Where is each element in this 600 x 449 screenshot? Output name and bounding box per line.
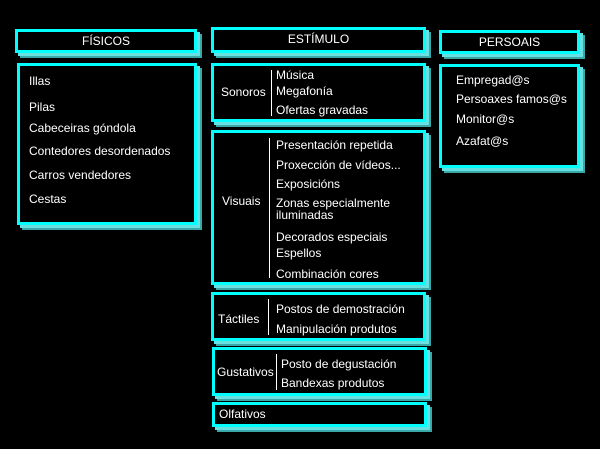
estimulo-title: ESTÍMULO <box>287 32 350 46</box>
fisicos-item: Cabeceiras góndola <box>29 121 136 135</box>
sonoros-item: Música <box>276 68 315 82</box>
gustativos-item: Bandexas produtos <box>281 376 385 390</box>
persoais-item: Monitor@s <box>456 112 515 126</box>
visuais-item: Presentación repetida <box>276 138 393 152</box>
gustativos-label: Gustativos <box>217 365 274 379</box>
visuais-item: Zonas especialmente <box>276 196 391 210</box>
fisicos-item: Carros vendedores <box>29 168 132 182</box>
visuais-item: Decorados especiais <box>276 230 388 244</box>
fisicos-item: Cestas <box>29 192 67 206</box>
fisicos-item: Pilas <box>29 100 56 114</box>
persoais-item: Empregad@s <box>456 73 530 87</box>
sonoros-label: Sonoros <box>221 85 266 99</box>
visuais-panel <box>211 130 426 285</box>
olfativos-label: Olfativos <box>219 407 266 421</box>
tactiles-item: Manipulación produtos <box>276 322 397 336</box>
gustativos-divider <box>276 354 277 390</box>
fisicos-header: FÍSICOS <box>15 29 197 53</box>
sonoros-item: Megafonía <box>276 84 333 98</box>
estimulo-header: ESTÍMULO <box>211 27 426 53</box>
fisicos-panel <box>17 63 197 225</box>
fisicos-item: Illas <box>29 74 51 88</box>
persoais-panel <box>439 64 580 168</box>
gustativos-item: Posto de degustación <box>281 357 397 371</box>
tactiles-divider <box>268 299 269 335</box>
olfativos-panel <box>212 402 427 427</box>
visuais-label: Visuais <box>222 194 261 208</box>
sonoros-divider <box>271 70 272 116</box>
persoais-item: Persoaxes famos@s <box>456 92 567 106</box>
fisicos-title: FÍSICOS <box>81 34 130 48</box>
fisicos-item: Contedores desordenados <box>29 144 171 158</box>
visuais-item: Exposicións <box>276 177 341 191</box>
gustativos-panel <box>212 347 427 396</box>
persoais-title: PERSOAIS <box>478 35 541 49</box>
tactiles-label: Táctiles <box>218 312 260 326</box>
visuais-divider <box>269 138 270 278</box>
tactiles-panel <box>211 292 426 341</box>
sonoros-panel <box>211 63 426 122</box>
visuais-item: iluminadas <box>276 208 334 222</box>
sonoros-item: Ofertas gravadas <box>276 103 369 117</box>
persoais-header: PERSOAIS <box>439 30 580 54</box>
visuais-item: Combinación cores <box>276 267 379 281</box>
visuais-item: Proxección de vídeos... <box>276 158 401 172</box>
persoais-item: Azafat@s <box>456 134 509 148</box>
visuais-item: Espellos <box>276 246 322 260</box>
tactiles-item: Postos de demostración <box>276 302 405 316</box>
